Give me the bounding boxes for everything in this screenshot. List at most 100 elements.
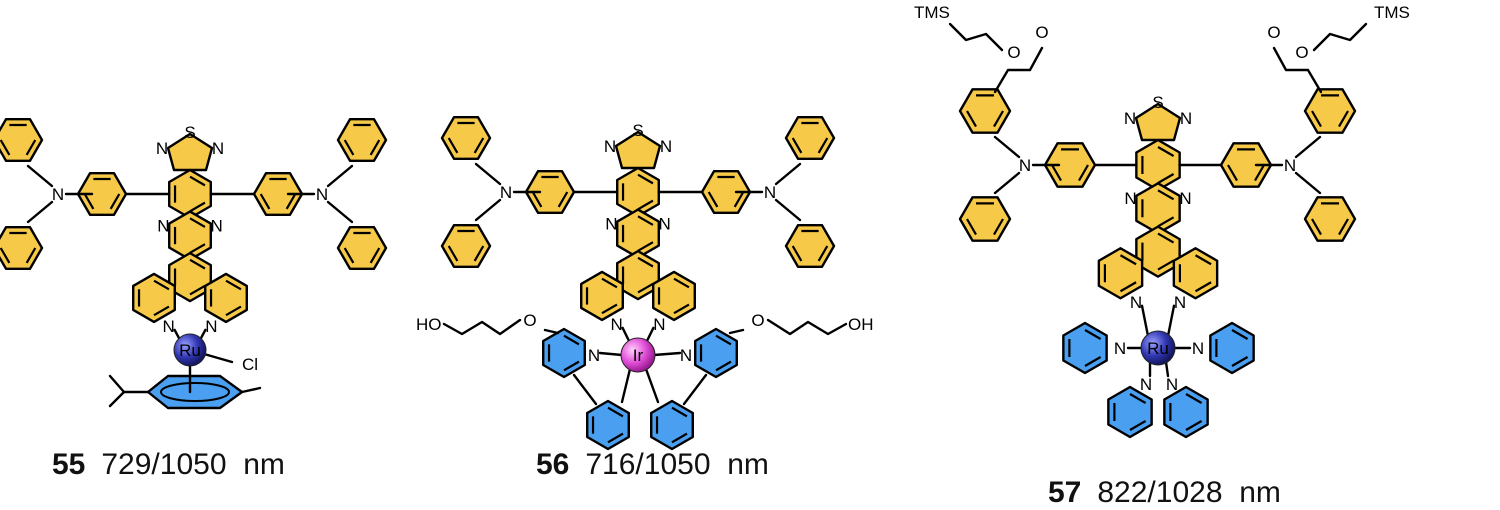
nitrogen-atom: N [1174,293,1186,312]
bond [202,352,234,364]
double-bond [1119,254,1137,266]
double-bond [1185,420,1203,431]
double-bond [671,432,688,444]
double-bond [1185,393,1203,404]
double-bond [225,305,242,317]
ester-oxygen: O [1295,43,1308,62]
bond [1164,360,1170,378]
nitrogen-atom: N [156,139,168,158]
bond [474,162,502,186]
amine-nitrogen: N [500,183,512,202]
bond [644,367,660,404]
double-bond [607,406,624,418]
nitrogen-atom: N [588,346,600,365]
nitrogen-atom: N [1166,375,1178,394]
double-bond [473,137,485,154]
double-bond [966,218,977,236]
double-bond [993,110,1004,128]
bond [26,200,54,224]
tms-left: TMS [914,3,950,22]
double-bond [1157,216,1175,228]
bond-chain [766,318,848,336]
double-bond [637,241,654,252]
double-bond [189,284,206,296]
nitrogen-atom: N [162,317,174,336]
bond-chain [948,22,1004,52]
compound-number: 55 [52,448,86,481]
nitrogen-atom: N [604,137,616,156]
phenyl-ring [0,226,44,270]
nitrogen-atom: N [658,215,670,234]
double-bond [1231,329,1249,340]
double-bond [189,258,206,270]
double-bond [189,217,206,228]
double-bond [817,245,829,262]
oxygen-atom: O [523,311,536,330]
bond [1140,304,1150,338]
bond [993,135,1021,159]
wavelength-unit: nm [1239,476,1281,509]
double-bond [563,360,580,372]
double-bond [601,303,618,315]
double-bond [531,191,543,208]
iridium-center-label: Ir [633,346,644,365]
bond-chain [993,46,1044,94]
double-bond [1227,164,1238,182]
bond [326,164,354,188]
phenyl-ring [0,118,44,162]
bond-chain [1272,46,1323,94]
nitrogen-atom: N [1130,293,1142,312]
ruthenium-center-label: Ru [179,341,201,360]
double-bond [1157,232,1175,244]
compound-number: 57 [1048,476,1082,509]
double-bond [1051,164,1062,182]
compound-wavelengths: 822/1028 [1097,476,1223,509]
nitrogen-atom: N [1124,189,1136,208]
double-bond [993,218,1004,236]
wavelength-unit: nm [727,448,769,481]
double-bond [1311,218,1322,236]
nitrogen-atom: N [610,315,622,334]
double-bond [1231,356,1249,367]
double-bond [557,191,569,208]
double-bond [791,137,803,154]
cymene-ring [146,374,244,410]
double-bond [1157,259,1175,271]
nitrogen-atom: N [1192,339,1204,358]
nitrogen-atom: N [1140,375,1152,394]
ruthenium-center [173,333,207,367]
nitrogen-atom: N [605,215,617,234]
double-bond [1338,110,1349,128]
double-bond [601,277,618,289]
double-bond [0,247,11,264]
double-bond [285,193,297,210]
double-bond [369,247,381,264]
hydroxyl-right: OH [848,315,874,334]
double-bond [637,282,654,294]
double-bond [1119,281,1137,293]
double-bond [109,193,121,210]
double-bond [673,277,690,289]
bond [474,198,502,222]
double-bond [637,215,654,226]
caption-compound-57: 57 822/1028 nm [1048,476,1281,510]
bond [598,351,624,357]
double-bond [637,173,654,185]
carbonyl-oxygen: O [1267,23,1280,42]
bond-chain [1312,22,1368,52]
iridium-center [620,337,656,373]
double-bond [1157,173,1175,184]
double-bond [1078,164,1089,182]
nitrogen-atom: N [1179,189,1191,208]
bond [572,373,598,406]
double-bond [637,256,654,268]
amine-nitrogen: N [1019,156,1031,175]
double-bond [343,139,355,156]
double-bond [671,406,688,418]
bond [682,373,708,406]
bond [1294,171,1322,195]
